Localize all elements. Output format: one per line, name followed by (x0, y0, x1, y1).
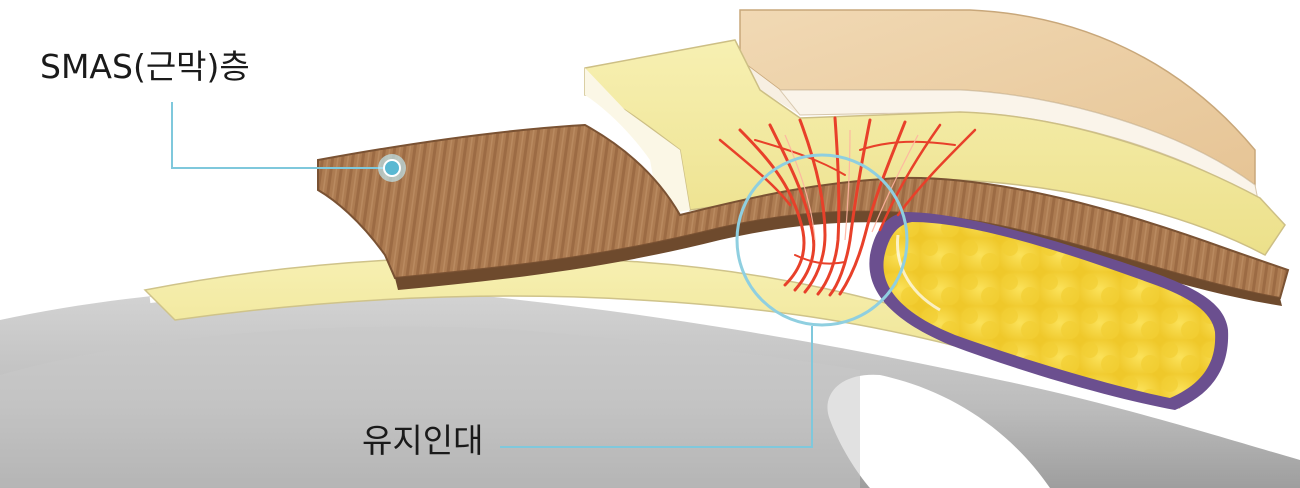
smas-leader-line (171, 102, 392, 169)
skin-layer-cut-face (740, 60, 800, 115)
retaining-ligament-fibers (718, 116, 977, 297)
fat-layer-cut-face (585, 68, 690, 215)
smas-layer-label: SMAS(근막)층 (40, 47, 250, 86)
subcutaneous-fat-layer (584, 39, 1286, 256)
ligament-leader-line (500, 326, 813, 448)
retaining-ligament-label: 유지인대 (362, 421, 484, 460)
ligament-highlight-circle (735, 153, 909, 327)
ligament-fiber-highlights (784, 129, 919, 241)
fat-pad (883, 222, 1216, 398)
smas-pointer-dot (383, 159, 401, 177)
fat-pad-highlight (896, 234, 941, 312)
